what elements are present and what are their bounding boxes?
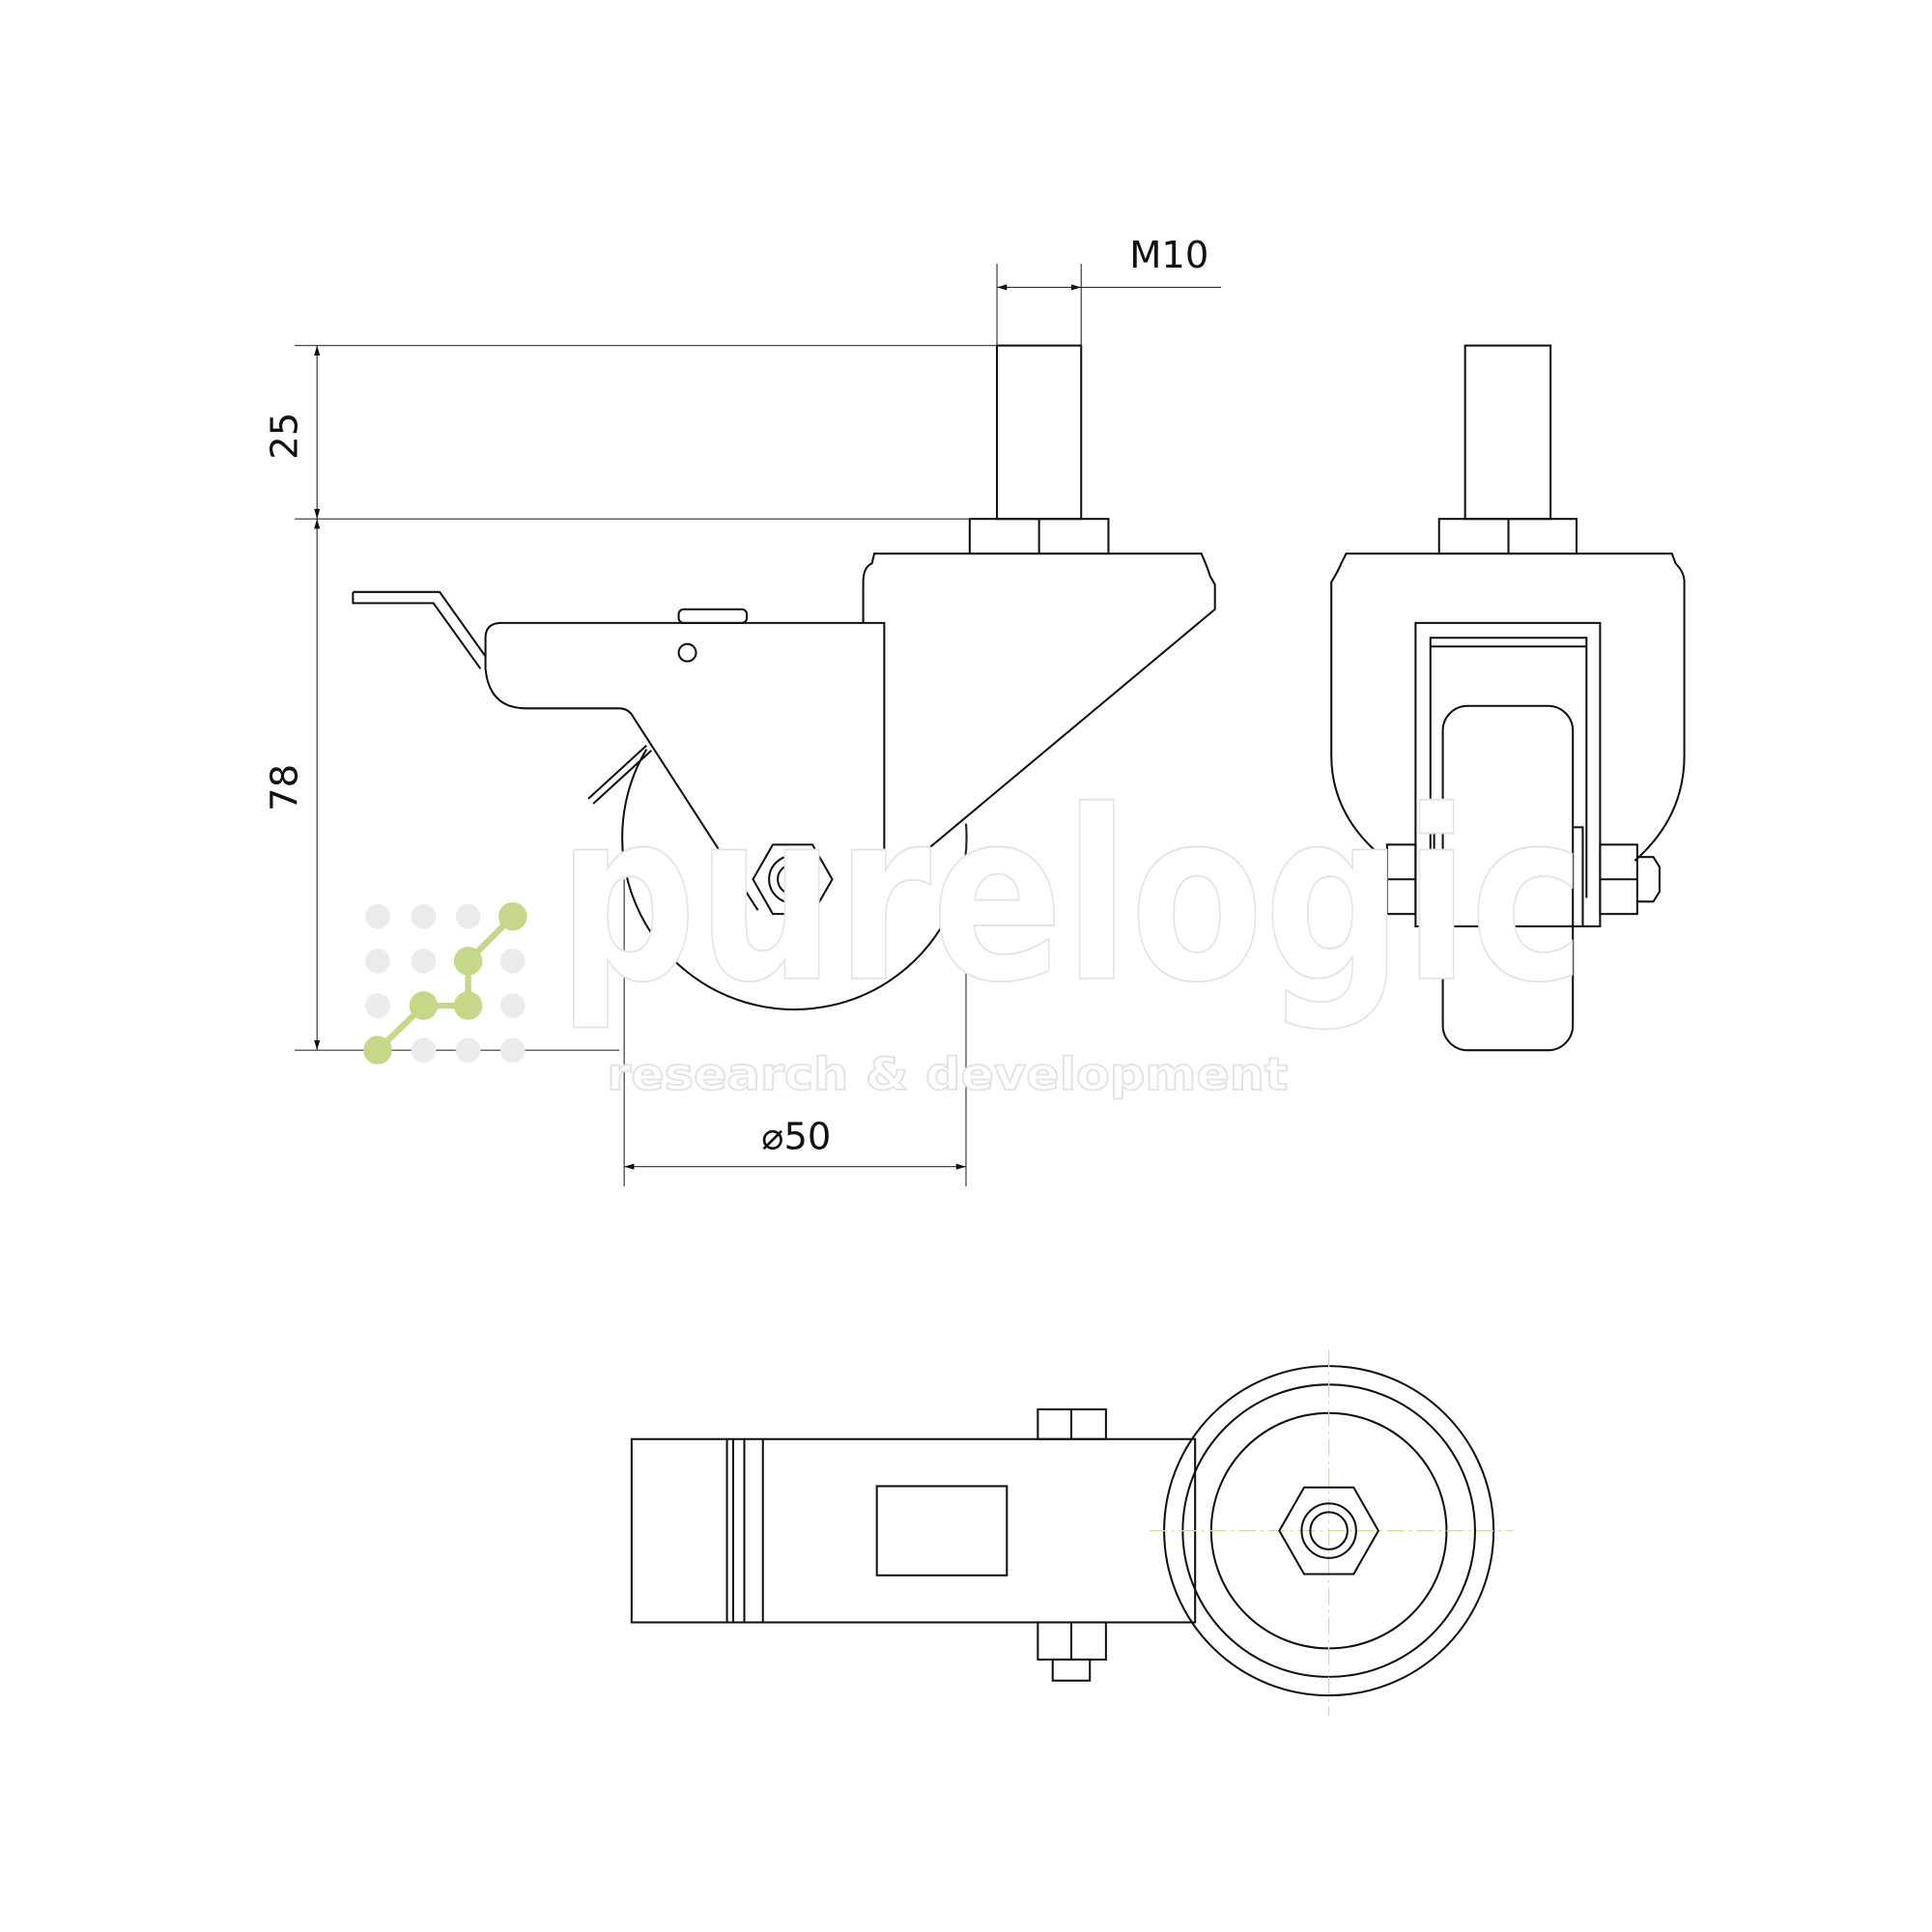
- brand-tagline: research & development: [607, 1048, 1288, 1100]
- side-view: [352, 344, 1216, 1011]
- brake-lever: [352, 590, 487, 669]
- brand-logo-icon: [363, 901, 527, 1065]
- brand-name: purelogic: [557, 761, 1585, 1035]
- dimensions: 25 78 M10 ⌀50: [264, 234, 1222, 1187]
- dim-wheel-diameter: ⌀50: [761, 1116, 831, 1159]
- watermark: purelogic research & development: [363, 760, 1586, 1101]
- front-view: [1330, 344, 1686, 1052]
- rivet: [677, 642, 697, 663]
- wheel-front: [1441, 704, 1575, 1052]
- bottom-view: [630, 1350, 1514, 1716]
- threaded-stem: [996, 344, 1083, 521]
- brake-bracket: [484, 621, 886, 911]
- dim-stem-height: 25: [264, 412, 307, 460]
- axle-nut: [752, 843, 834, 916]
- swivel-housing: [853, 553, 1216, 912]
- wheel: [621, 749, 968, 1011]
- dim-thread: M10: [1129, 234, 1208, 277]
- stem-nut: [968, 518, 1110, 555]
- brake-tab: [677, 608, 749, 624]
- dim-total-height: 78: [264, 764, 307, 811]
